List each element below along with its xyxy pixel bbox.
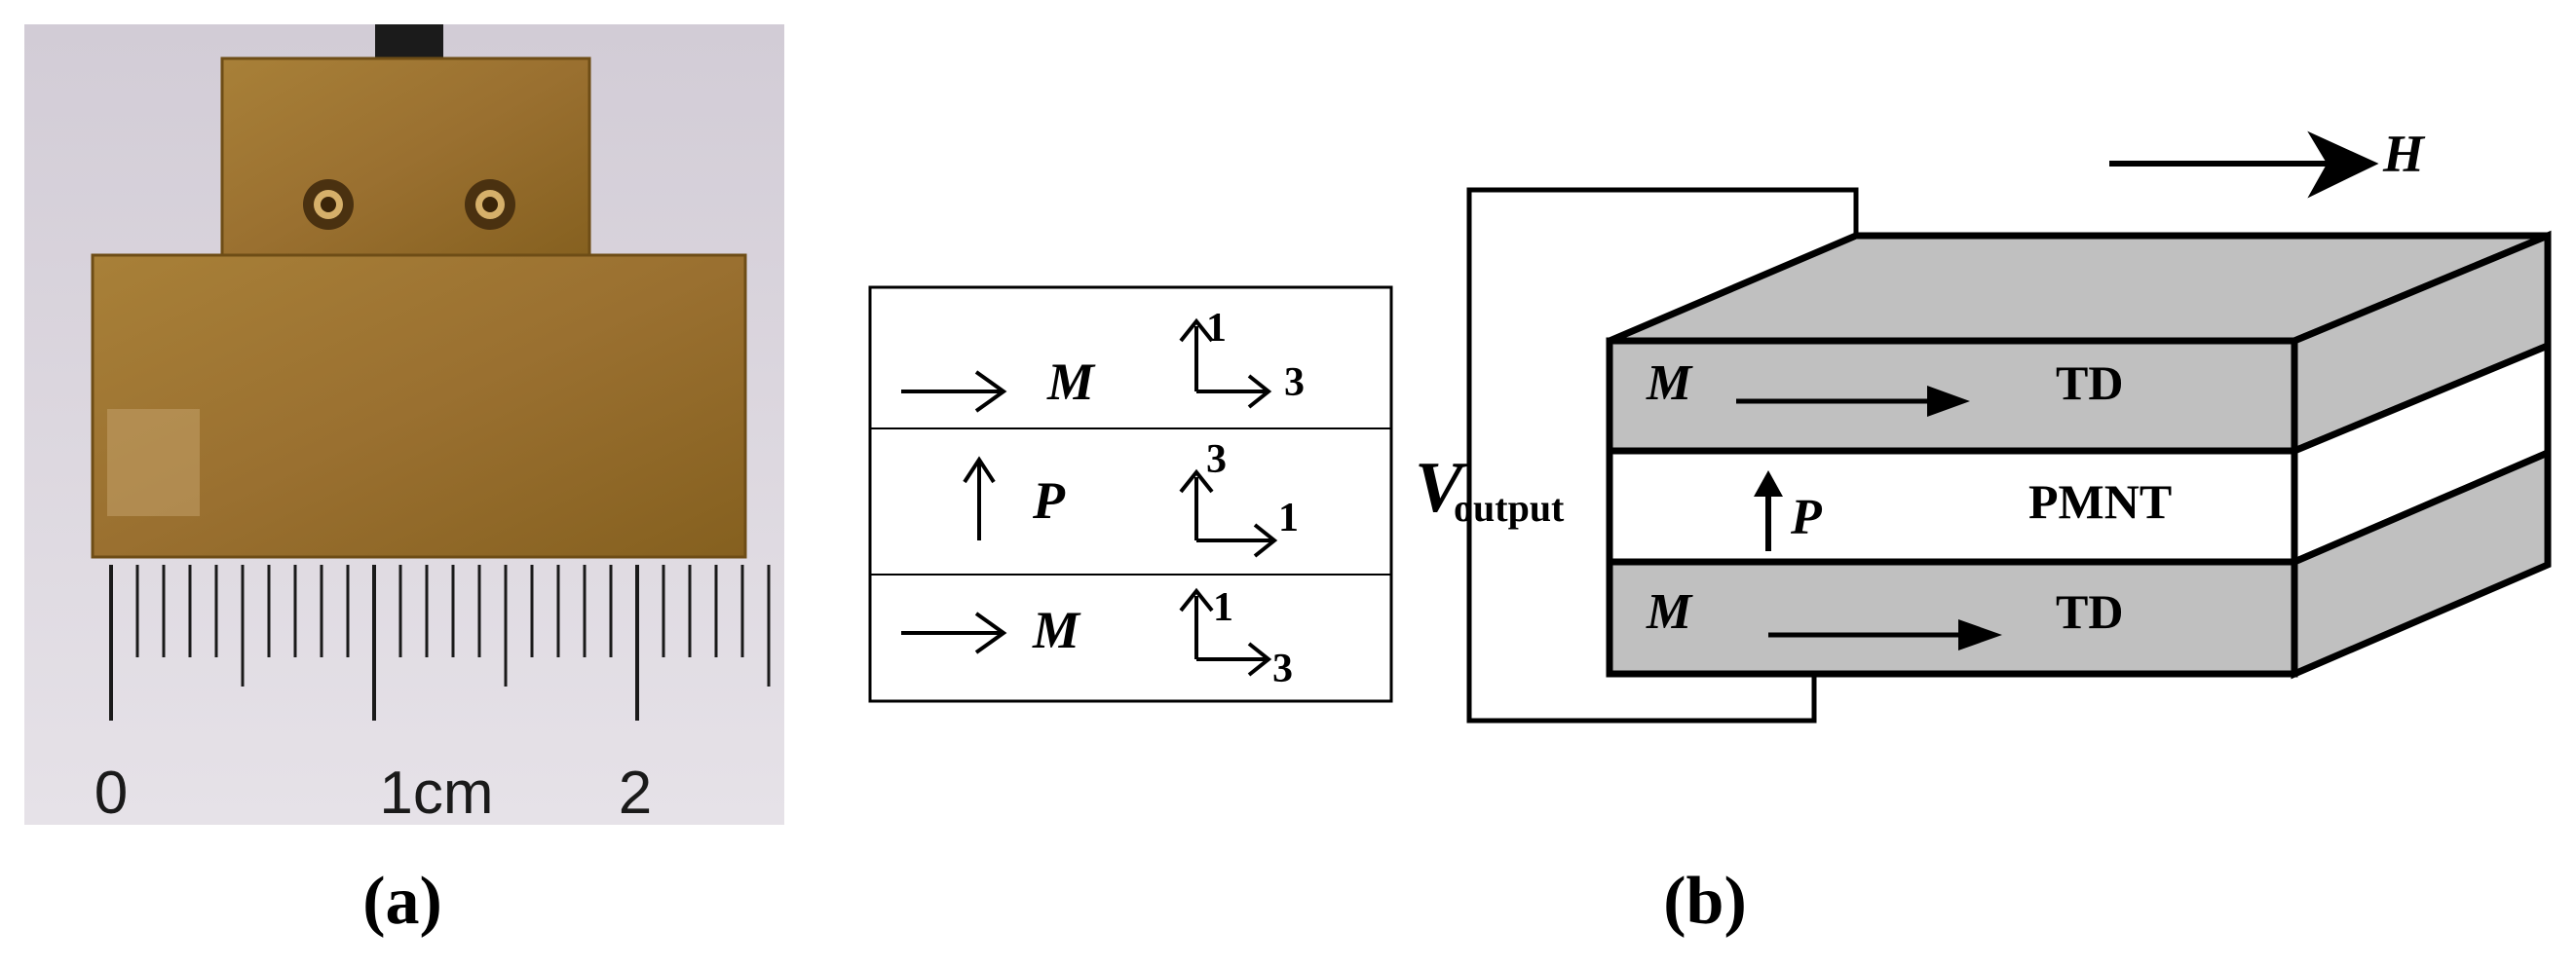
panel-b-block — [1466, 130, 2552, 724]
panel-b-schematic — [868, 285, 1393, 703]
schematic-row-3-axes — [1179, 587, 1272, 677]
schematic-row-2-axes — [1179, 468, 1278, 558]
screw-hole-left — [303, 179, 354, 230]
ruler-label-1cm: 1cm — [379, 760, 493, 827]
schematic-row-1-axis-right: 3 — [1284, 360, 1305, 405]
field-label: H — [2382, 125, 2426, 183]
block-layer-1-label: M — [1646, 355, 1693, 411]
block-front-layer-middle — [1606, 447, 2298, 566]
voltage-wire-top — [1466, 187, 1859, 724]
schematic-row-1-label: M — [1046, 353, 1096, 411]
cable — [375, 24, 443, 60]
caption-a: (a) — [362, 864, 442, 939]
brass-tab — [220, 56, 591, 265]
brass-body — [91, 253, 747, 559]
brass-stain — [107, 409, 200, 516]
schematic-row-3-axis-right: 3 — [1272, 647, 1293, 691]
block-front-layer-bottom — [1606, 558, 2298, 678]
schematic-row-3-axis-top: 1 — [1213, 585, 1233, 630]
ruler-label-2: 2 — [619, 760, 652, 827]
schematic-row-1-axes — [1179, 317, 1272, 409]
block-layer-2-label: P — [1790, 490, 1823, 545]
screw-hole-right — [465, 179, 515, 230]
schematic-row-3-arrow — [901, 612, 1007, 654]
schematic-row-1-axis-top: 1 — [1206, 306, 1227, 351]
schematic-row-2-axis-right: 1 — [1278, 496, 1299, 540]
schematic-row-2-arrow — [963, 456, 996, 540]
block-layer-1-material: TD — [2056, 355, 2123, 410]
block-layer-3-label: M — [1646, 584, 1693, 640]
block-layer-3-material: TD — [2056, 584, 2123, 639]
ruler — [109, 565, 771, 721]
block-layer-2-material: PMNT — [2028, 474, 2172, 529]
schematic-row-2-axis-top: 3 — [1206, 437, 1227, 482]
schematic-row-2-label: P — [1032, 471, 1066, 530]
schematic-row-1-arrow — [901, 370, 1007, 413]
voltage-label-main: V — [1415, 448, 1468, 528]
ruler-label-0: 0 — [95, 760, 128, 827]
field-arrow — [2109, 130, 2379, 199]
block-layer-1-arrow — [1736, 386, 1970, 417]
schematic-row-3-label: M — [1032, 601, 1081, 659]
caption-b: (b) — [1663, 864, 1747, 939]
block-layer-3-arrow — [1768, 619, 2002, 650]
block-layer-2-arrow — [1754, 470, 1783, 551]
schematic-frame — [868, 285, 1393, 703]
panel-a-photo: 0 1cm 2 — [24, 24, 784, 827]
voltage-label-sub: output — [1454, 486, 1565, 530]
